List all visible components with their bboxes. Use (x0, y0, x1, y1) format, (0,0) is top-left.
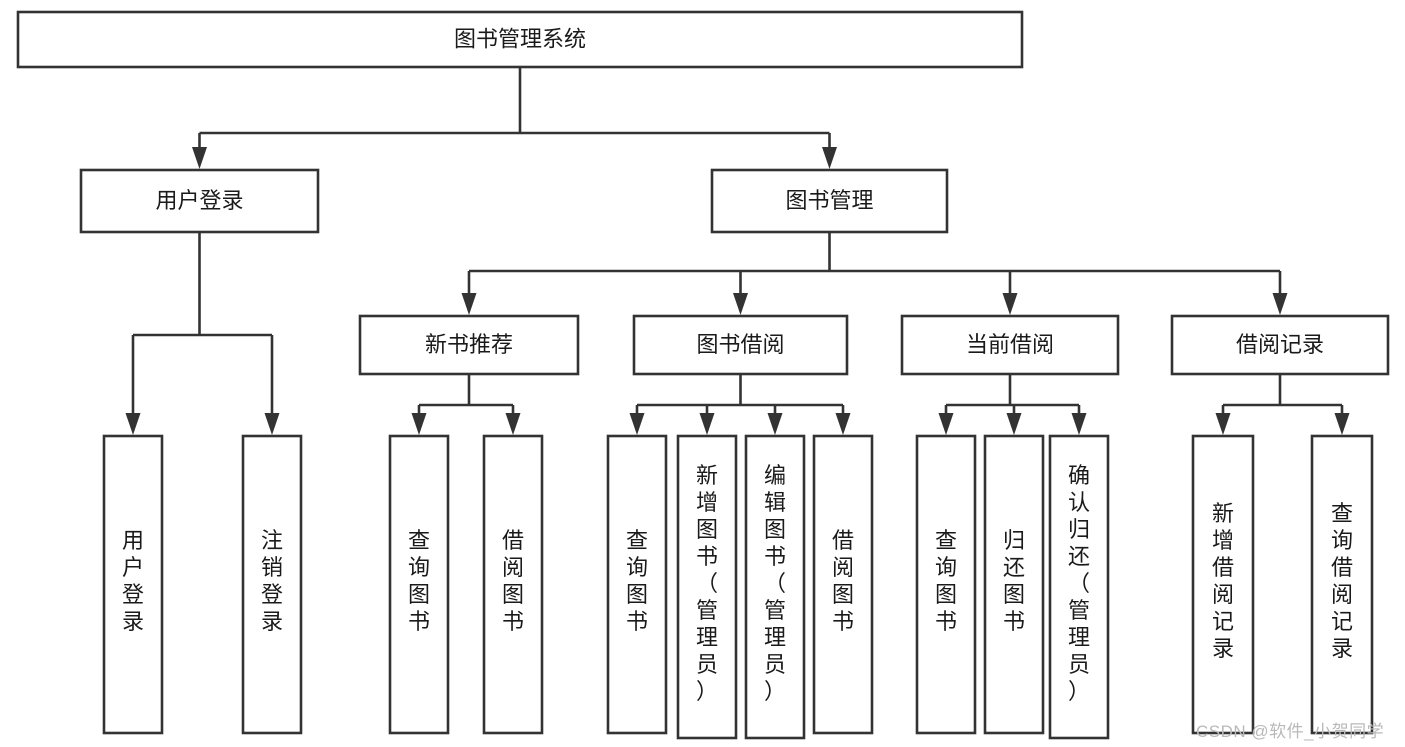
connector-group-new-book-recommend (411, 374, 521, 435)
node-layer: 图书管理系统用户登录图书管理新书推荐图书借阅当前借阅借阅记录用户登录注销登录查询… (16, 10, 1390, 740)
node-label: 归还图书 (1003, 528, 1025, 634)
node-box[interactable] (388, 434, 450, 735)
node-new-book-recommend[interactable]: 新书推荐 (358, 314, 580, 376)
arrow-head-icon (835, 413, 851, 435)
node-leaf-user-logout[interactable]: 注销登录 (241, 434, 303, 735)
node-box[interactable] (812, 434, 874, 735)
arrow-head-icon (699, 413, 715, 435)
node-current-borrow[interactable]: 当前借阅 (900, 314, 1120, 376)
node-label: 查询借阅记录 (1331, 501, 1353, 661)
arrow-head-icon (1002, 293, 1018, 315)
node-label: 注销登录 (261, 528, 283, 634)
node-label: 新书推荐 (425, 332, 513, 357)
arrow-head-icon (938, 413, 954, 435)
node-box[interactable] (983, 434, 1045, 735)
arrow-head-icon (1006, 413, 1022, 435)
node-label: 新增图书（管理员） (696, 463, 718, 704)
node-label: 用户登录 (122, 528, 144, 634)
node-label: 查询图书 (408, 528, 430, 634)
node-leaf-confirm-return-admin[interactable]: 确认归还（管理员） (1048, 434, 1110, 740)
node-leaf-add-borrow-record[interactable]: 新增借阅记录 (1191, 434, 1255, 735)
node-leaf-borrow-book-1[interactable]: 借阅图书 (482, 434, 544, 735)
csdn-watermark: CSDN @软件_小贺同学 (1196, 722, 1385, 741)
arrow-head-icon (1215, 413, 1231, 435)
node-label: 查询图书 (626, 528, 648, 634)
node-label: 借阅图书 (502, 528, 524, 634)
node-leaf-edit-book-admin[interactable]: 编辑图书（管理员） (744, 434, 806, 740)
node-leaf-add-book-admin[interactable]: 新增图书（管理员） (676, 434, 738, 740)
connector-group-current-borrow (938, 374, 1087, 435)
node-label: 借阅记录 (1236, 332, 1324, 357)
node-box[interactable] (102, 434, 164, 735)
arrow-head-icon (1071, 413, 1087, 435)
node-leaf-query-book-2[interactable]: 查询图书 (606, 434, 668, 735)
node-label: 用户登录 (155, 188, 243, 213)
node-leaf-query-book-1[interactable]: 查询图书 (388, 434, 450, 735)
node-label: 确认归还（管理员） (1068, 463, 1090, 704)
node-box[interactable] (710, 168, 949, 234)
arrow-head-icon (1272, 293, 1288, 315)
node-box[interactable] (79, 168, 320, 234)
node-label: 编辑图书（管理员） (764, 463, 786, 704)
node-leaf-user-login[interactable]: 用户登录 (102, 434, 164, 735)
node-box[interactable] (482, 434, 544, 735)
node-leaf-return-book[interactable]: 归还图书 (983, 434, 1045, 735)
node-leaf-borrow-book-2[interactable]: 借阅图书 (812, 434, 874, 735)
node-box[interactable] (744, 434, 806, 740)
arrow-head-icon (411, 413, 427, 435)
node-label: 查询图书 (935, 528, 957, 634)
arrow-head-icon (505, 413, 521, 435)
connector-group-root (192, 67, 837, 169)
connector-layer (125, 67, 1350, 435)
node-box[interactable] (16, 10, 1024, 69)
node-label: 图书管理系统 (454, 26, 586, 51)
node-label: 借阅图书 (832, 528, 854, 634)
connector-group-book-management (461, 232, 1288, 315)
arrow-head-icon (461, 293, 477, 315)
node-box[interactable] (676, 434, 738, 740)
arrow-head-icon (733, 293, 748, 315)
node-box[interactable] (1310, 434, 1374, 735)
node-box[interactable] (632, 314, 849, 376)
arrow-head-icon (125, 413, 141, 435)
connector-group-book-borrow (629, 374, 851, 435)
node-label: 新增借阅记录 (1212, 501, 1234, 661)
node-root[interactable]: 图书管理系统 (16, 10, 1024, 69)
arrow-head-icon (767, 413, 783, 435)
node-book-borrow[interactable]: 图书借阅 (632, 314, 849, 376)
node-label: 图书借阅 (696, 332, 784, 357)
node-box[interactable] (1191, 434, 1255, 735)
connector-group-borrow-record (1215, 374, 1350, 435)
node-label: 图书管理 (785, 188, 873, 213)
arrow-head-icon (192, 147, 207, 169)
node-box[interactable] (1048, 434, 1110, 740)
node-book-management[interactable]: 图书管理 (710, 168, 949, 234)
node-box[interactable] (1170, 314, 1390, 376)
arrow-head-icon (264, 413, 280, 435)
node-box[interactable] (606, 434, 668, 735)
node-box[interactable] (358, 314, 580, 376)
node-borrow-record[interactable]: 借阅记录 (1170, 314, 1390, 376)
node-label: 当前借阅 (966, 332, 1054, 357)
node-leaf-query-borrow-record[interactable]: 查询借阅记录 (1310, 434, 1374, 735)
connector-group-user-login (125, 232, 280, 435)
node-box[interactable] (241, 434, 303, 735)
node-box[interactable] (915, 434, 977, 735)
node-user-login[interactable]: 用户登录 (79, 168, 320, 234)
arrow-head-icon (1334, 413, 1350, 435)
arrow-head-icon (822, 147, 837, 169)
node-box[interactable] (900, 314, 1120, 376)
node-leaf-query-book-3[interactable]: 查询图书 (915, 434, 977, 735)
arrow-head-icon (629, 413, 645, 435)
